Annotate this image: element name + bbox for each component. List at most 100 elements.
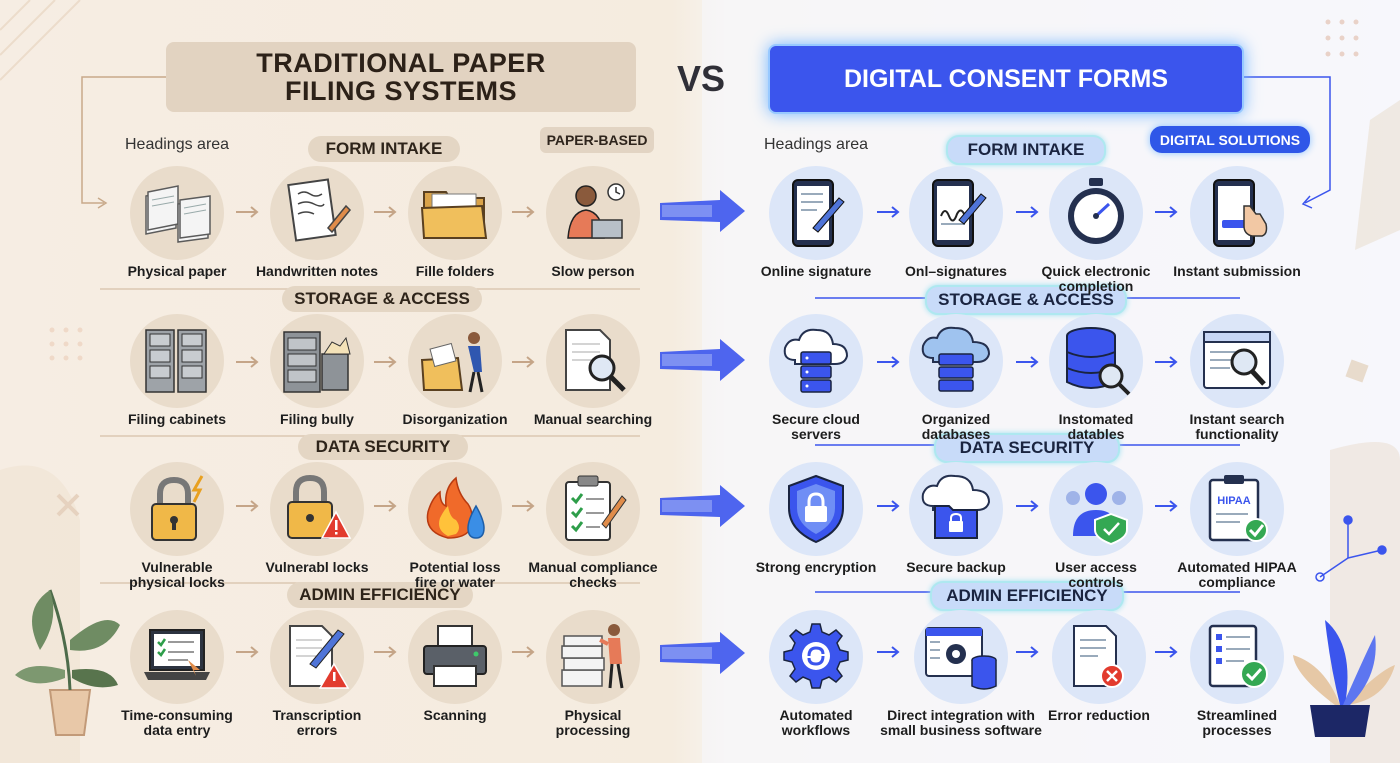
left-item-filing-cabinets: Filing cabinets: [92, 314, 262, 427]
gear-workflow-icon: [783, 623, 849, 689]
padlock-warning-icon: [287, 474, 352, 539]
left-title: TRADITIONAL PAPER FILING SYSTEMS: [166, 42, 636, 112]
item-label: Fille folders: [415, 263, 495, 279]
item-label: Organized databases: [921, 411, 991, 442]
clipboard-checklist-icon: [565, 475, 627, 541]
left-item-filing-bully: Filing bully: [232, 314, 402, 427]
icon-circle: [769, 166, 863, 260]
padlock-lightning-icon: [151, 475, 204, 541]
section-pill-admin-right: ADMIN EFFICIENCY: [930, 581, 1124, 611]
headings-area-left: Headings area: [125, 136, 230, 153]
cabinet-overflow-icon: [283, 331, 351, 393]
stopwatch-icon: [1068, 178, 1124, 244]
right-item-hipaa-compliance: HIPAA Automated HIPAA compliance: [1152, 462, 1322, 590]
person-paper-stack-icon: [561, 624, 624, 689]
document-magnifier-icon: [565, 329, 626, 392]
svg-text:HIPAA: HIPAA: [1217, 495, 1250, 507]
icon-circle: [270, 462, 364, 556]
icon-circle: [1190, 314, 1284, 408]
users-shield-icon: [1066, 483, 1128, 546]
left-item-vulnerable-physical-locks: Vulnerable physical locks: [92, 462, 262, 590]
left-item-disorganization: Disorganization: [370, 314, 540, 427]
icon-circle: [909, 462, 1003, 556]
icon-circle: [270, 314, 364, 408]
filing-cabinet-icon: [145, 329, 207, 393]
item-label: Secure cloud servers: [772, 411, 860, 442]
item-label: Filing bully: [280, 411, 354, 427]
icon-circle: [546, 610, 640, 704]
icon-circle: [546, 166, 640, 260]
item-label: Time-consuming data entry: [121, 707, 233, 738]
right-item-streamlined-processes: Streamlined processes: [1152, 610, 1322, 738]
phone-tap-icon: [1213, 179, 1268, 247]
left-item-data-entry: Time-consuming data entry: [92, 610, 262, 738]
icon-circle: [1049, 314, 1143, 408]
left-item-transcription-errors: Transcription errors: [232, 610, 402, 738]
left-item-manual-searching: Manual searching: [508, 314, 678, 427]
browser-search-icon: [1203, 331, 1271, 389]
icon-circle: [130, 462, 224, 556]
digital-solutions-badge: DIGITAL SOLUTIONS: [1150, 126, 1310, 153]
right-title: DIGITAL CONSENT FORMS: [768, 44, 1244, 114]
person-laptop-icon: [567, 183, 625, 239]
right-item-secure-cloud-servers: Secure cloud servers: [731, 314, 901, 442]
right-item-quick-completion: Quick electronic completion: [1011, 166, 1181, 294]
item-label: Instant submission: [1173, 263, 1301, 279]
item-label: Manual searching: [533, 411, 653, 427]
fire-water-icon: [426, 476, 485, 539]
icon-circle: [914, 610, 1008, 704]
icon-circle: [270, 166, 364, 260]
document-warning-icon: [289, 625, 350, 689]
cloud-folder-lock-icon: [921, 474, 991, 539]
left-item-physical-processing: Physical processing: [508, 610, 678, 738]
item-label: Quick electronic completion: [1041, 263, 1151, 294]
vs-label: VS: [676, 58, 726, 99]
item-label: Automated workflows: [779, 707, 853, 738]
cloud-database-icon: [921, 326, 991, 392]
item-label: Automated HIPAA compliance: [1177, 559, 1297, 590]
hipaa-clipboard-icon: HIPAA: [1208, 475, 1268, 542]
icon-circle: [130, 314, 224, 408]
printer-icon: [423, 625, 487, 687]
item-label: Filing cabinets: [127, 411, 226, 427]
right-item-online-signatures: Onl–signatures: [871, 166, 1041, 279]
item-label: Scanning: [423, 707, 487, 723]
item-label: Instomated datables: [1058, 411, 1134, 442]
right-item-strong-encryption: Strong encryption: [731, 462, 901, 575]
laptop-checklist-icon: [144, 629, 210, 680]
item-label: Error reduction: [1048, 707, 1150, 723]
handwritten-note-icon: [287, 178, 352, 242]
icon-circle: [1049, 166, 1143, 260]
item-label: Manual compliance checks: [528, 559, 658, 590]
item-label: Transcription errors: [272, 707, 362, 738]
tablet-pen-icon: [792, 179, 845, 247]
right-flow-arrows: [877, 206, 1178, 658]
item-label: Vulnerabl locks: [265, 559, 369, 575]
document-error-icon: [1073, 625, 1124, 688]
right-item-direct-integration: Direct integration with small business s…: [876, 610, 1046, 738]
icon-circle: [1190, 610, 1284, 704]
item-label: Vulnerable physical locks: [129, 559, 225, 590]
item-label: Secure backup: [906, 559, 1006, 575]
item-label: Slow person: [551, 263, 635, 279]
right-item-instant-search: Instant search functionality: [1152, 314, 1322, 442]
icon-circle: [909, 166, 1003, 260]
right-item-instomated-datables: Instomated datables: [1011, 314, 1181, 442]
icon-circle: [769, 314, 863, 408]
left-item-vulnerable-locks: Vulnerabl locks: [232, 462, 402, 575]
right-item-automated-workflows: Automated workflows: [731, 610, 901, 738]
left-item-handwritten-notes: Handwritten notes: [232, 166, 402, 279]
icon-circle: [130, 610, 224, 704]
icon-circle: [408, 462, 502, 556]
icon-circle: [769, 610, 863, 704]
right-item-organized-databases: Organized databases: [871, 314, 1041, 442]
icon-circle: [1049, 462, 1143, 556]
checklist-check-icon: [1208, 624, 1268, 688]
section-pill-admin-left: ADMIN EFFICIENCY: [287, 582, 473, 608]
left-item-manual-compliance: Manual compliance checks: [508, 462, 678, 590]
browser-gear-database-icon: [925, 627, 997, 690]
item-label: Online signature: [760, 263, 872, 279]
right-item-secure-backup: Secure backup: [871, 462, 1041, 575]
left-item-physical-paper: Physical paper: [92, 166, 262, 279]
